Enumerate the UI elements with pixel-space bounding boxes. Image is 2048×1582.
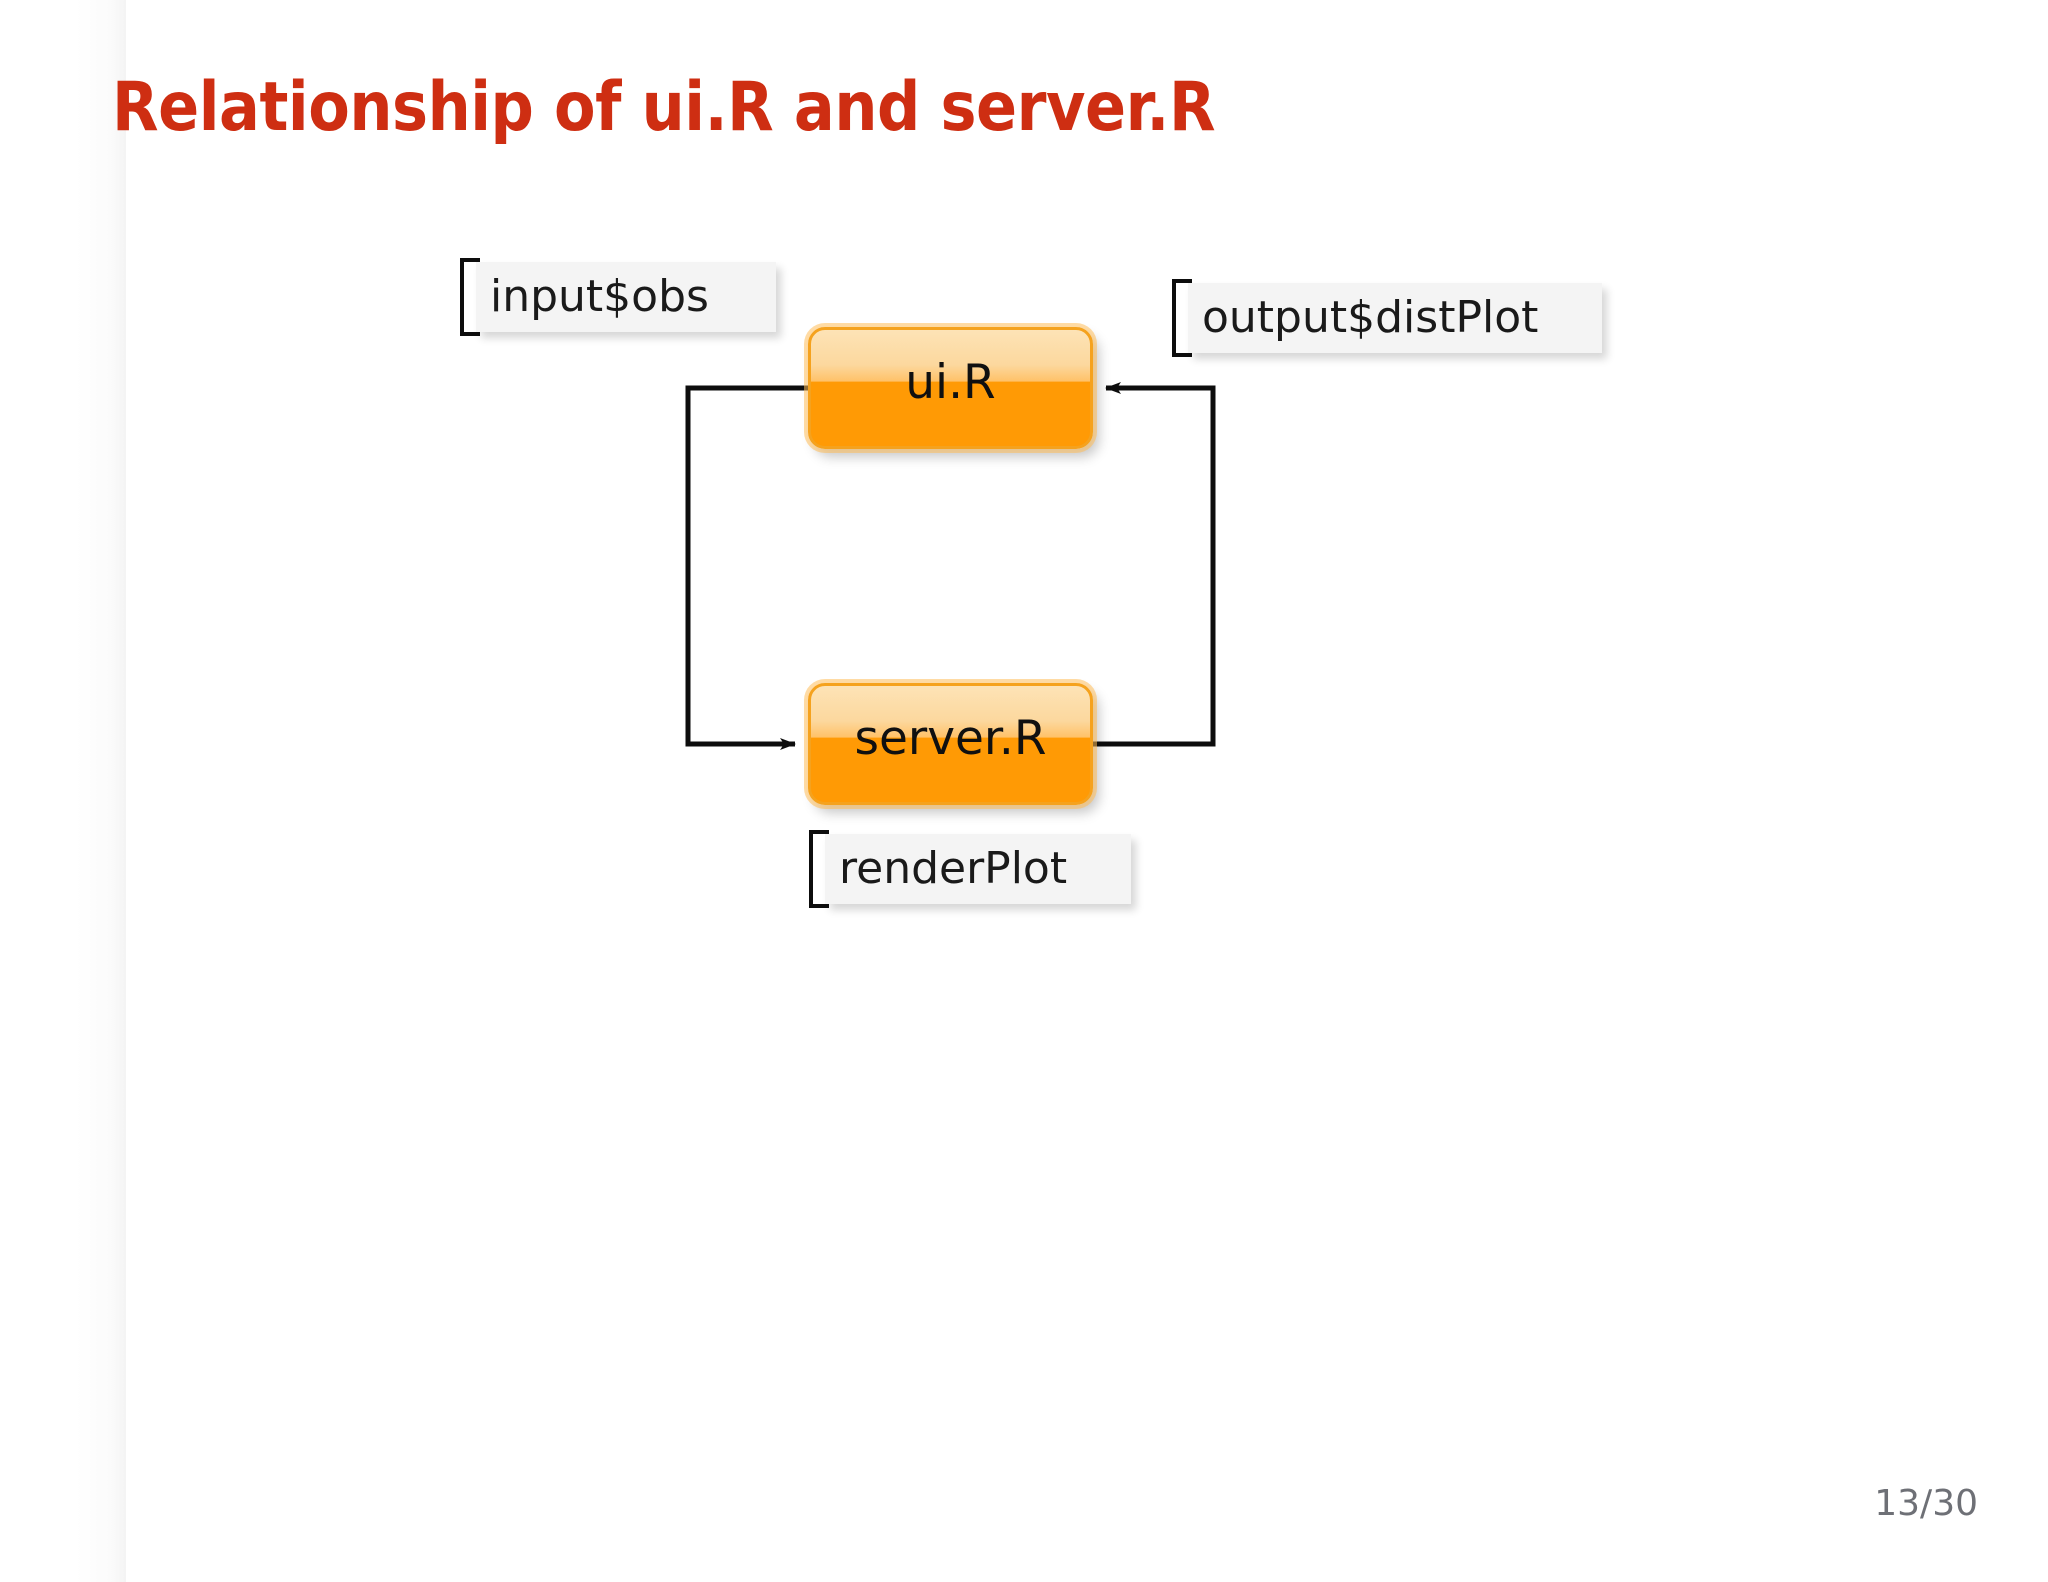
- connector-ui-to-server: [685, 385, 808, 750]
- page-number: 13/30: [1874, 1483, 1978, 1524]
- note-input-obs: input$obs: [460, 258, 776, 336]
- node-ui-r[interactable]: ui.R: [808, 327, 1093, 449]
- bracket-icon: [809, 830, 829, 908]
- page-title: Relationship of ui.R and server.R: [112, 68, 1216, 147]
- node-server-r-label: server.R: [854, 710, 1047, 766]
- note-render-plot: renderPlot: [809, 830, 1131, 908]
- bracket-icon: [1172, 279, 1192, 357]
- node-server-r[interactable]: server.R: [808, 683, 1093, 805]
- connector-server-to-ui: [1093, 382, 1216, 747]
- bracket-icon: [460, 258, 480, 336]
- note-output-distplot-label: output$distPlot: [1202, 292, 1539, 343]
- note-render-plot-label: renderPlot: [839, 843, 1068, 894]
- node-ui-r-label: ui.R: [905, 354, 996, 410]
- note-output-distplot: output$distPlot: [1172, 279, 1602, 357]
- note-input-obs-label: input$obs: [490, 271, 709, 322]
